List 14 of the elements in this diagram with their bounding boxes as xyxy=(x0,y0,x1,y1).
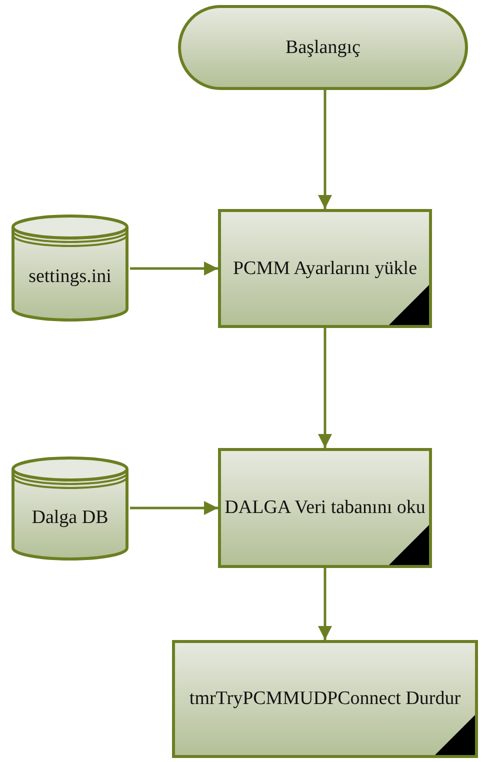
node-text: settings.ini xyxy=(28,265,112,289)
arrow xyxy=(318,90,332,209)
node-text: DALGA Veri tabanını oku xyxy=(224,496,426,520)
arrow xyxy=(130,262,218,276)
node-text: PCMM Ayarlarını yükle xyxy=(232,256,418,280)
process-box xyxy=(218,209,432,328)
process-box xyxy=(218,448,432,568)
node-text: Başlangıç xyxy=(286,36,360,60)
node-text: tmrTryPCMMUDPConnect Durdur xyxy=(189,687,461,711)
arrow xyxy=(318,568,332,640)
node-text: Dalga DB xyxy=(30,506,110,530)
arrow xyxy=(318,328,332,448)
arrow xyxy=(130,501,218,515)
process-box xyxy=(172,640,478,758)
